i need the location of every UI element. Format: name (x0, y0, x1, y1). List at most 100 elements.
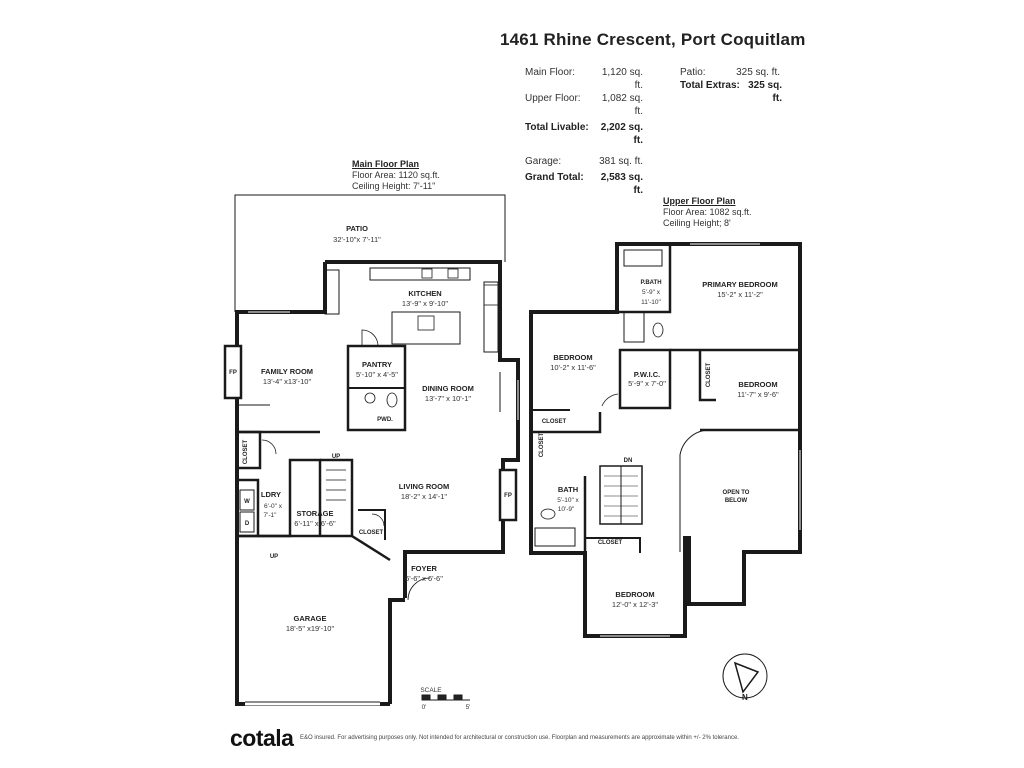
fireplace-right (498, 468, 518, 522)
dim-family-room: 13'-4" x13'-10" (263, 377, 312, 386)
label-open-to: OPEN TO (723, 490, 750, 496)
patio-outline (234, 194, 506, 312)
label-patio: PATIO (346, 224, 368, 233)
tub-pbath (623, 249, 663, 267)
patio-row: Patio: 325 sq. ft. (680, 66, 782, 79)
dim-dining-room: 13'-7" x 10'-1" (425, 394, 471, 403)
label-dining-room: DINING ROOM (422, 384, 474, 393)
patio-label: Patio: (680, 67, 706, 78)
pantry-pwd-walls (346, 344, 407, 432)
total-extras-row: Total Extras: 325 sq. ft. (680, 79, 782, 105)
compass: N (722, 653, 768, 702)
pwic-walls (618, 348, 672, 410)
dim-bath-1: 5'-10" x (557, 497, 579, 504)
total-livable-label: Total Livable: (525, 122, 589, 133)
label-dn: DN (624, 458, 633, 464)
dim-storage: 6'-11" x 6'-6" (294, 519, 336, 528)
label-primary-bedroom: PRIMARY BEDROOM (702, 280, 777, 289)
dim-bedroom-2: 11'-7" x 9'-6" (737, 390, 779, 399)
main-floor-plan (223, 194, 520, 706)
dim-pbath-1: 5'-9" x (642, 289, 661, 296)
main-plan-floor-area: Floor Area: 1120 sq.ft. (352, 170, 440, 180)
grand-total-label: Grand Total: (525, 172, 584, 183)
cotala-logo: cotala (230, 725, 294, 751)
label-bedroom-3: BEDROOM (615, 590, 654, 599)
label-garage: GARAGE (294, 614, 327, 623)
dim-ldry-2: 7'-1" (264, 512, 278, 519)
dim-bedroom-1: 10'-2" x 11'-6" (550, 363, 596, 372)
label-pwic: P.W.I.C. (634, 370, 661, 379)
upper-exterior-walls (529, 242, 802, 638)
sink-pwd (364, 392, 376, 404)
label-family-room: FAMILY ROOM (261, 367, 313, 376)
label-foyer: FOYER (411, 564, 437, 573)
dim-patio: 32'-10"x 7'-11" (333, 235, 381, 244)
main-floor-label: Main Floor: (525, 67, 576, 78)
upper-plan-ceiling: Ceiling Height; 8' (663, 218, 731, 228)
label-living-room: LIVING ROOM (399, 482, 449, 491)
label-pwd: PWD. (377, 417, 393, 423)
area-summary-right: Patio: 325 sq. ft. Total Extras: 325 sq. f… (680, 66, 782, 105)
label-closet-upper-right: CLOSET (706, 363, 712, 388)
toilet-bath (540, 508, 556, 520)
fireplace-left (223, 344, 243, 400)
toilet-pwd (386, 392, 398, 408)
main-plan-ceiling: Ceiling Height: 7'-11" (352, 181, 436, 191)
upper-plan-title: Upper Floor Plan (663, 196, 736, 206)
garage-row: Garage:381 sq. ft. (525, 155, 643, 168)
upper-floor-label: Upper Floor: (525, 93, 581, 104)
label-ldry: LDRY (261, 490, 281, 499)
main-floor-row: Main Floor:1,120 sq. ft. (525, 66, 643, 92)
label-closet-bedroom-1: CLOSET (542, 419, 567, 425)
main-plan-title: Main Floor Plan (352, 159, 420, 169)
label-closet-bedroom-3: CLOSET (598, 540, 623, 546)
upper-floor-plan (529, 242, 802, 638)
disclaimer-text: E&O insured. For advertising purposes on… (300, 735, 739, 741)
dim-pbath-2: 11'-10" (641, 299, 661, 306)
label-closet-main-left: CLOSET (243, 440, 249, 465)
page-title: 1461 Rhine Crescent, Port Coquitlam (500, 30, 806, 49)
tub-bath (534, 527, 576, 547)
total-livable-row: Total Livable: 2,202 sq. ft. (525, 121, 643, 147)
label-pantry: PANTRY (362, 360, 392, 369)
main-exterior-wall-right (325, 260, 520, 704)
grand-total-row: Grand Total: 2,583 sq. ft. (525, 171, 643, 197)
compass-ring (722, 653, 768, 699)
total-extras-value: 325 sq. ft. (748, 80, 782, 104)
total-livable-value: 2,202 sq. ft. (600, 122, 643, 146)
label-pbath: P.BATH (640, 280, 661, 286)
scale-label: SCALE (420, 687, 442, 694)
label-closet-foyer: CLOSET (359, 530, 384, 536)
stove (483, 284, 499, 306)
dim-pwic: 5'-9" x 7'-0" (628, 379, 666, 388)
dim-bedroom-3: 12'-0" x 12'-3" (612, 600, 658, 609)
label-up-stairs: UP (332, 454, 340, 460)
kitchen-counter-right (483, 281, 499, 353)
garage-label: Garage: (525, 156, 562, 167)
north-arrow-icon (733, 661, 760, 694)
scale-zero: 0' (422, 704, 427, 711)
label-below: BELOW (725, 498, 748, 504)
patio-value: 325 sq. ft. (736, 67, 780, 78)
upper-floor-row: Upper Floor: 1,082 sq. ft. (525, 92, 643, 118)
main-exterior-wall-left (235, 262, 390, 706)
label-dryer: D (245, 521, 250, 527)
label-fp-right: FP (504, 493, 512, 499)
dim-ldry-1: 6'-0" x (264, 503, 283, 510)
grand-total-value: 2,583 sq. ft. (600, 172, 643, 196)
main-stairs (326, 469, 346, 501)
kitchen-island (391, 311, 461, 345)
toilet-pbath (652, 322, 664, 338)
dim-garage: 18'-5" x19'-10" (286, 624, 335, 633)
open-to-below-edge (679, 429, 711, 552)
label-bath: BATH (558, 485, 578, 494)
upper-floor-value: 1,082 sq. ft. (601, 93, 643, 117)
label-bedroom-1: BEDROOM (553, 353, 592, 362)
compass-n: N (742, 693, 748, 702)
main-plan-heading: Main Floor Plan Floor Area: 1120 sq.ft. … (352, 159, 440, 192)
total-extras-label: Total Extras: (680, 80, 740, 91)
label-kitchen: KITCHEN (408, 289, 441, 298)
kitchen-counter-top (369, 267, 471, 281)
label-closet-bath: CLOSET (539, 433, 545, 458)
